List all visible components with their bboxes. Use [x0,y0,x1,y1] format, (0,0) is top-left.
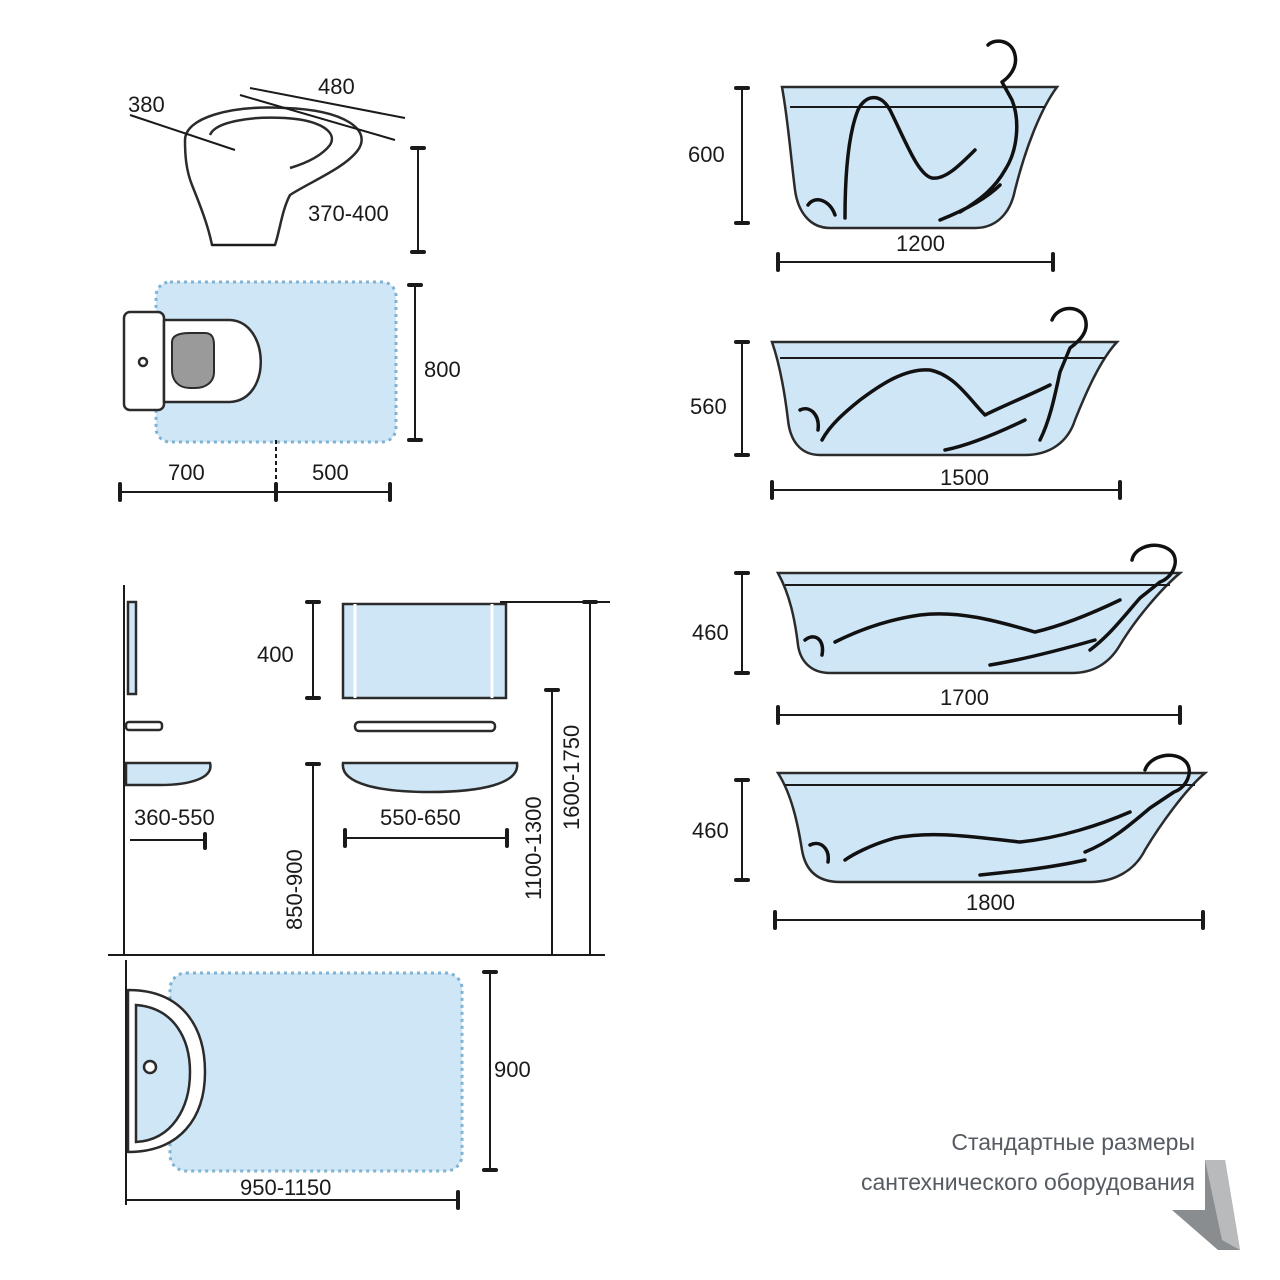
mirror-bottom-label: 1100-1300 [521,796,546,900]
shelf [353,720,497,733]
bath-1500 [734,306,1122,500]
toilet-height-label: 370-400 [308,201,389,226]
toilet-depth-line [129,114,236,151]
toilet-bowl-length-label: 700 [168,460,205,485]
front-basin [341,761,519,794]
washbasin-plan-view [125,960,498,1210]
washbasin-front-view [108,600,610,956]
bath-1700-tub [775,571,1184,675]
bath-1800-length-label: 1800 [966,890,1015,915]
zone-width-label: 950-1150 [240,1175,331,1200]
caption-block: Стандартные размеры сантехнического обор… [861,1129,1240,1250]
basin-height-label: 850-900 [282,849,307,930]
toilet-width-label: 480 [318,74,355,99]
caption-line-2: сантехнического оборудования [861,1169,1195,1195]
mirror-top-label: 1600-1750 [559,725,584,830]
bath-1500-height-label: 560 [690,394,727,419]
toilet-zone-depth-label: 800 [424,357,461,382]
mirror-height-label: 400 [257,642,294,667]
basin-width-label: 550-650 [380,805,461,830]
caption-line-1: Стандартные размеры [951,1129,1195,1155]
zone-depth-label: 900 [494,1057,531,1082]
bath-1500-tub [770,340,1120,457]
side-basin [124,761,212,787]
bath-1700 [734,543,1184,725]
toilet-depth-label: 380 [128,92,165,117]
mirror [341,602,508,700]
washbasin-side-view [123,585,212,955]
side-mirror [126,600,138,696]
bath-1800-height-label: 460 [692,818,729,843]
bath-1500-length-label: 1500 [940,465,989,490]
bath-1200 [734,39,1060,272]
bath-1800-tub [775,771,1209,884]
side-projection-label: 360-550 [134,805,215,830]
washbasin-clearance-zone [168,971,464,1173]
plan-basin-bowl [134,1003,192,1144]
toilet-front-clearance-label: 500 [312,460,349,485]
bath-1700-height-label: 460 [692,620,729,645]
toilet-side-view [129,87,426,254]
bath-1200-length-label: 1200 [896,231,945,256]
bath-1700-length-label: 1700 [940,685,989,710]
bath-1800 [734,753,1209,930]
toilet-plan-view [118,280,423,502]
bath-1200-height-label: 600 [688,142,725,167]
toilet-width-line [239,94,396,141]
